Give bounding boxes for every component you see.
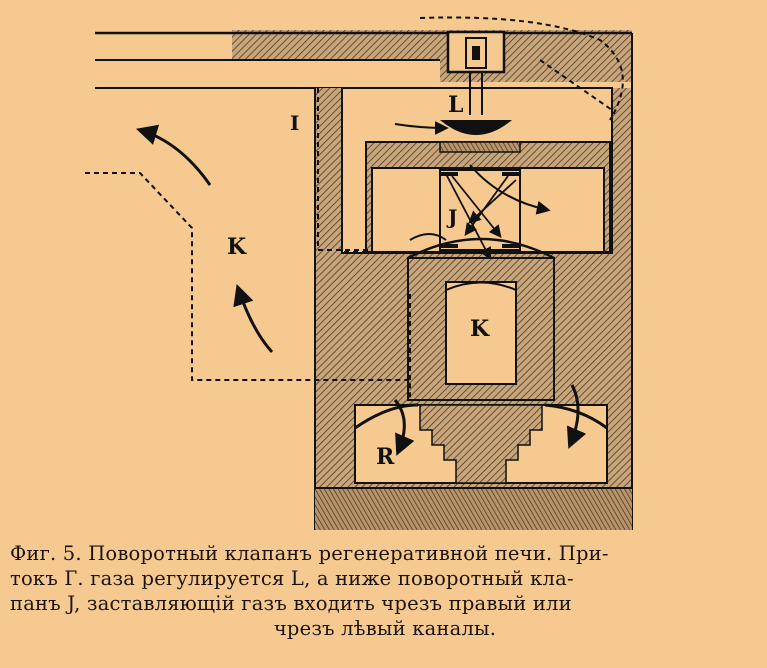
caption-line-4: чрезъ лѣвый каналы. xyxy=(273,617,497,640)
figure-caption: Фиг. 5. Поворотный клапанъ регенеративно… xyxy=(10,541,760,641)
dashed-flow-path xyxy=(85,16,624,400)
label-r: R xyxy=(376,444,395,470)
label-k-center: K xyxy=(470,316,490,342)
label-j: J xyxy=(446,205,457,229)
valve-l xyxy=(439,30,521,153)
flow-arrows xyxy=(135,120,551,354)
chamber-k-center xyxy=(407,237,555,401)
caption-line-3: панъ J, заставляющій газъ входить чрезъ … xyxy=(10,592,572,615)
regenerator-bottom xyxy=(354,384,608,484)
furnace-valve-figure: L I J K K R xyxy=(85,16,633,530)
label-i: I xyxy=(290,111,299,135)
caption-line-1: Фиг. 5. Поворотный клапанъ регенеративно… xyxy=(10,542,609,565)
figure-labels: L I J K K R xyxy=(227,92,490,470)
top-flue xyxy=(95,30,632,89)
valve-j xyxy=(439,169,521,261)
caption-line-2: токъ Г. газа регулируется L, а ниже пово… xyxy=(10,567,574,590)
label-l: L xyxy=(448,92,463,118)
label-k-left: K xyxy=(227,234,247,260)
